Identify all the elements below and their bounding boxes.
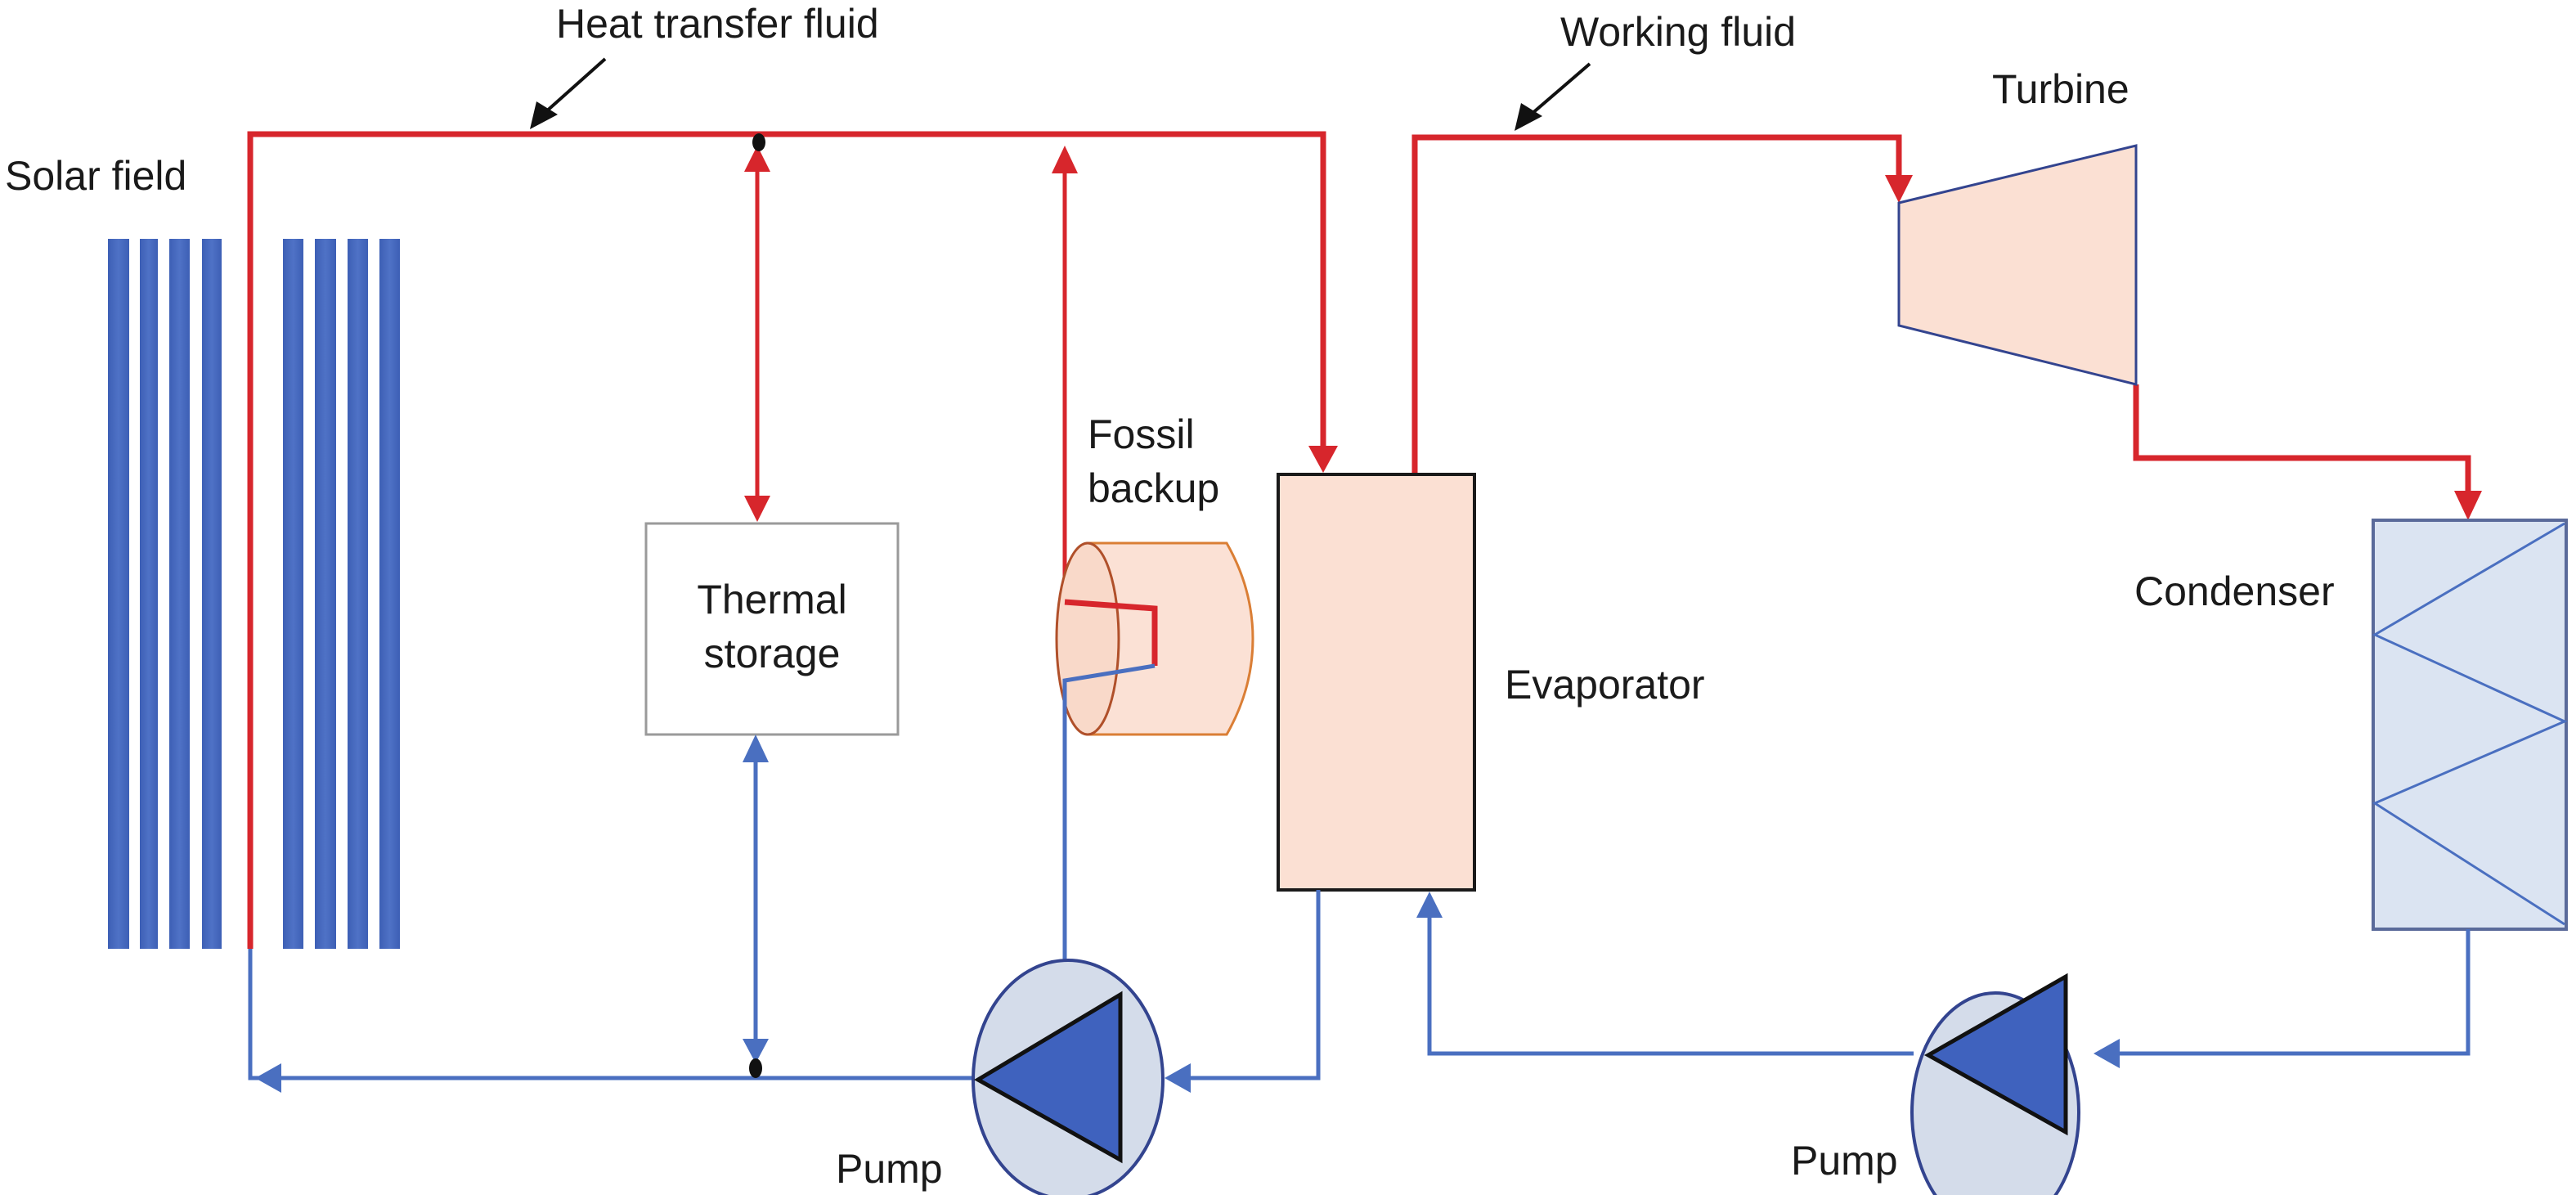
cold-piping xyxy=(248,735,2471,1093)
pump-working-fluid: Pump xyxy=(1791,973,2080,1195)
evaporator-htf-outlet-line xyxy=(1189,890,1321,1080)
fossil-backup-label-line2: backup xyxy=(1088,465,1219,511)
fossil-cold-coil xyxy=(1062,663,1156,962)
evaporator-box xyxy=(1277,473,1476,892)
condenser-outlet-line xyxy=(2113,929,2471,1056)
condenser-coil xyxy=(2372,522,2568,926)
thermal-storage-label-line1: Thermal xyxy=(697,577,846,622)
annotation-pointer xyxy=(543,57,607,115)
flow-arrow-down xyxy=(1885,175,1913,203)
pump-label: Pump xyxy=(1791,1138,1898,1184)
flow-arrow-up xyxy=(1416,892,1443,918)
flow-arrow-up xyxy=(744,146,770,172)
flow-arrow-up xyxy=(743,735,769,762)
working-fluid-return-line xyxy=(1427,918,1914,1056)
working-fluid-label: Working fluid xyxy=(1560,9,1796,55)
turbine-label: Turbine xyxy=(1992,66,2129,112)
solar-field-label: Solar field xyxy=(5,153,186,199)
flow-arrow-left xyxy=(2094,1039,2120,1068)
flow-arrow-down xyxy=(2454,491,2482,520)
turbine: Turbine xyxy=(1897,66,2138,386)
solar-collector xyxy=(140,239,158,949)
condenser: Condenser xyxy=(2134,519,2568,931)
flow-arrow-down xyxy=(1308,446,1338,473)
condenser-label: Condenser xyxy=(2134,568,2335,614)
junction-dot xyxy=(752,133,765,151)
annotations: Heat transfer fluid Working fluid Solar … xyxy=(5,1,1796,511)
fossil-backup-body xyxy=(1086,541,1254,736)
flow-arrow-down xyxy=(743,1039,769,1063)
solar-collector xyxy=(169,239,190,949)
annotation-pointer xyxy=(1529,62,1591,116)
thermal-storage-box xyxy=(644,522,900,736)
pump-impeller-icon xyxy=(1923,973,2068,1136)
solar-collector xyxy=(202,239,222,949)
solar-collector xyxy=(348,239,368,949)
solar-collector xyxy=(108,239,129,949)
turbine-body xyxy=(1897,144,2138,386)
flow-arrow-up xyxy=(1052,146,1078,173)
solar-collector xyxy=(379,239,400,949)
junction-dot xyxy=(749,1058,762,1078)
flow-arrow-down xyxy=(744,496,770,522)
fossil-hot-coil xyxy=(1064,599,1158,666)
condenser-box xyxy=(2372,519,2568,931)
htf-supply-line xyxy=(247,131,1326,949)
working-fluid-hot-piping xyxy=(1411,134,2482,520)
thermal-storage-label-line2: storage xyxy=(704,631,841,676)
heat-transfer-fluid-label: Heat transfer fluid xyxy=(556,1,879,47)
annotation-arrowhead-icon xyxy=(1515,103,1542,131)
solar-collector xyxy=(283,239,303,949)
pump-htf: Pump xyxy=(836,959,1165,1195)
flow-arrow-left xyxy=(255,1063,281,1093)
working-fluid-supply-line xyxy=(1411,134,1902,474)
fossil-backup-label-line1: Fossil xyxy=(1088,411,1195,457)
flow-arrow-left xyxy=(1165,1063,1191,1093)
fossil-backup-end-cap xyxy=(1055,541,1120,736)
htf-return-line xyxy=(248,949,975,1080)
evaporator: Evaporator xyxy=(1277,473,1705,892)
pump-impeller-icon xyxy=(974,991,1123,1164)
annotation-arrowhead-icon xyxy=(530,101,558,129)
fossil-backup xyxy=(1055,541,1254,962)
solar-field xyxy=(108,239,400,949)
turbine-exhaust-line xyxy=(2133,384,2471,494)
solar-collector xyxy=(315,239,336,949)
pump-label: Pump xyxy=(836,1146,943,1192)
evaporator-label: Evaporator xyxy=(1505,662,1705,708)
thermal-storage: Thermal storage xyxy=(644,522,900,736)
